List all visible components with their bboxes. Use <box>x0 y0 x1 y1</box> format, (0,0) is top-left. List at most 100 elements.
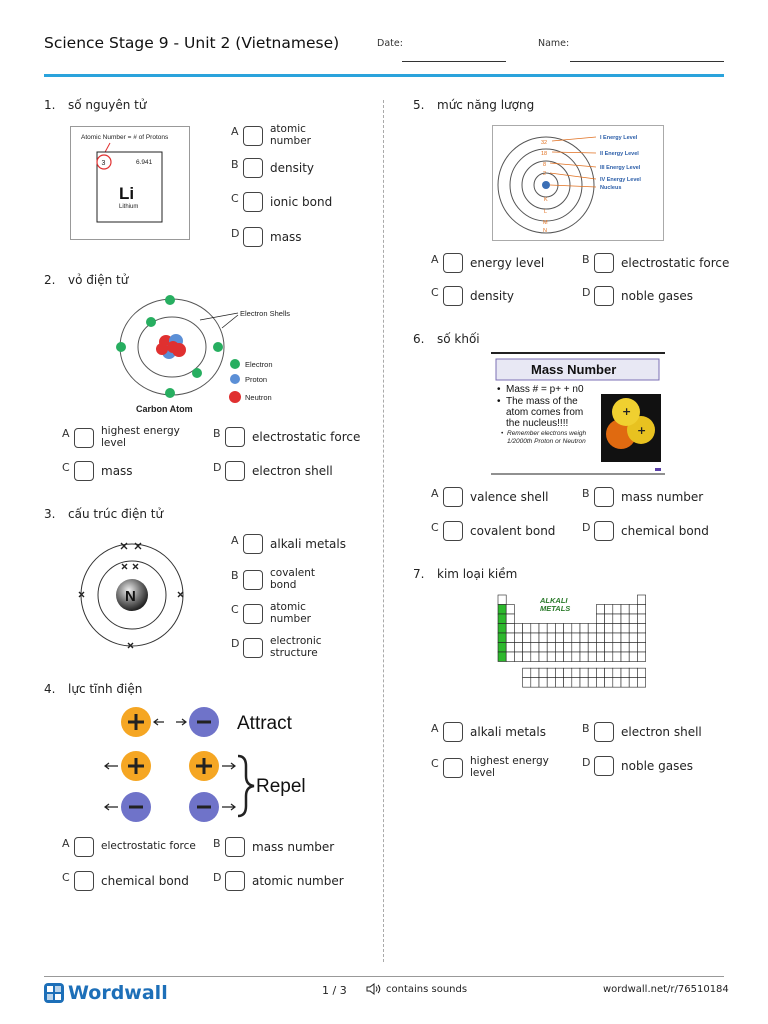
energy-level-1: I Energy Level <box>600 135 638 141</box>
alkali-label-2: METALS <box>540 604 570 613</box>
header-accent-bar <box>44 74 724 77</box>
question-prompt: 7.kim loại kiềm <box>413 567 518 581</box>
slide-bullet-2c: the nucleus!!!! <box>506 418 568 429</box>
checkbox[interactable] <box>74 837 94 857</box>
slide-bullet-1: Mass # = p+ + n0 <box>506 384 584 395</box>
legend-electron: Electron <box>245 360 273 369</box>
column-divider <box>383 100 384 962</box>
checkbox[interactable] <box>594 487 614 507</box>
checkbox[interactable] <box>443 521 463 541</box>
checkbox[interactable] <box>243 192 263 212</box>
slide-sub-1: Remember electrons weigh <box>507 430 587 437</box>
checkbox[interactable] <box>225 837 245 857</box>
contains-sounds: contains sounds <box>366 983 467 995</box>
element-name: Lithium <box>119 204 138 210</box>
activity-url: wordwall.net/r/76510184 <box>603 984 729 995</box>
lithium-element-image: Atomic Number = # of Protons 3 6.941 Li … <box>70 126 190 240</box>
energy-level-image: 32 18 8 2 K L M N I Energy Level II Ener… <box>492 125 664 241</box>
question-prompt: 6.số khối <box>413 332 480 346</box>
question-prompt: 2.vỏ điện tử <box>44 273 129 287</box>
checkbox[interactable] <box>243 125 263 146</box>
checkbox[interactable] <box>225 871 245 891</box>
checkbox[interactable] <box>594 253 614 273</box>
svg-text:•: • <box>497 384 501 395</box>
electrostatic-force-image: Attract Repel <box>104 707 306 822</box>
checkbox[interactable] <box>225 461 245 481</box>
checkbox[interactable] <box>594 286 614 306</box>
shell-letter-l: L <box>544 209 547 215</box>
shell-letter-k: K <box>544 197 548 203</box>
electron-shells-label: Electron Shells <box>240 309 290 318</box>
carbon-atom-caption: Carbon Atom <box>136 404 193 414</box>
periodic-table-image: ALKALI METALS <box>497 594 646 688</box>
svg-text:•: • <box>501 430 504 437</box>
checkbox[interactable] <box>443 757 463 778</box>
shell-letter-m: M <box>543 220 548 226</box>
checkbox[interactable] <box>74 461 94 481</box>
checkbox[interactable] <box>443 487 463 507</box>
checkbox[interactable] <box>594 521 614 541</box>
checkbox[interactable] <box>243 569 263 590</box>
checkbox[interactable] <box>243 158 263 178</box>
checkbox[interactable] <box>243 227 263 247</box>
date-field[interactable] <box>402 61 506 62</box>
name-field[interactable] <box>570 61 724 62</box>
worksheet-header: Science Stage 9 - Unit 2 (Vietnamese) Da… <box>44 34 724 64</box>
atomic-number-caption: Atomic Number = # of Protons <box>81 134 169 141</box>
question-prompt: 1.số nguyên tử <box>44 98 147 112</box>
svg-text:+: + <box>622 405 631 418</box>
slide-bullet-2b: atom comes from <box>506 407 583 418</box>
atomic-mass-value: 6.941 <box>136 159 153 166</box>
checkbox[interactable] <box>243 534 263 554</box>
checkbox[interactable] <box>594 722 614 742</box>
checkbox[interactable] <box>74 427 94 448</box>
question-prompt: 5.mức năng lượng <box>413 98 535 112</box>
checkbox[interactable] <box>74 871 94 891</box>
checkbox[interactable] <box>443 253 463 273</box>
energy-level-3: III Energy Level <box>600 165 641 171</box>
date-label: Date: <box>377 38 403 49</box>
wordwall-logo-icon <box>44 983 64 1003</box>
shell-count-2: 2 <box>543 171 546 177</box>
speaker-icon <box>366 983 381 995</box>
checkbox[interactable] <box>243 603 263 624</box>
checkbox[interactable] <box>594 756 614 776</box>
checkbox[interactable] <box>443 286 463 306</box>
checkbox[interactable] <box>225 427 245 447</box>
page-number: 1 / 3 <box>322 984 347 997</box>
checkbox[interactable] <box>243 637 263 658</box>
checkbox[interactable] <box>443 722 463 742</box>
name-label: Name: <box>538 38 570 49</box>
nucleus-label: Nucleus <box>600 185 621 191</box>
electronic-structure-image: N <box>78 542 184 649</box>
question-prompt: 4.lực tĩnh điện <box>44 682 143 696</box>
